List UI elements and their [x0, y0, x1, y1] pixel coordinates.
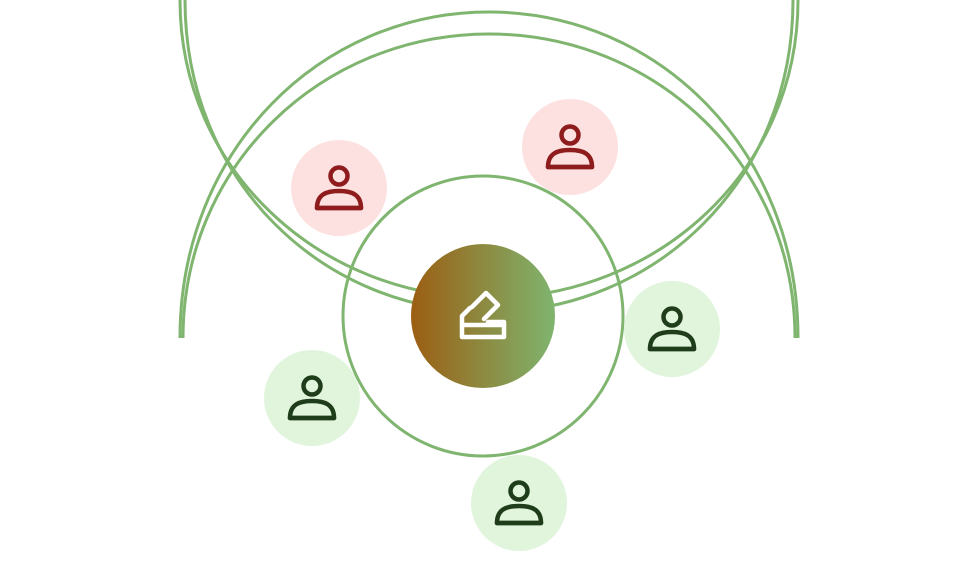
voter-top-right-node	[522, 99, 618, 195]
user-icon	[647, 306, 697, 352]
user-icon	[287, 375, 337, 421]
voter-left-node	[264, 350, 360, 446]
inner-orbit-ring	[341, 174, 625, 458]
center-disc	[411, 244, 555, 388]
voter-bottom-node	[471, 455, 567, 551]
voter-top-left-disc	[291, 140, 387, 236]
voter-right-node	[624, 281, 720, 377]
orbit-rings	[178, 0, 800, 458]
outer-arc-mid-inner	[181, 32, 797, 338]
eraser-icon	[459, 290, 507, 340]
outer-arc-mid	[178, 10, 800, 338]
center-node	[411, 244, 555, 388]
user-icon	[545, 124, 595, 170]
user-icon	[494, 480, 544, 526]
voter-left-disc	[264, 350, 360, 446]
voter-nodes	[264, 99, 720, 551]
voter-right-disc	[624, 281, 720, 377]
user-icon	[314, 165, 364, 211]
voter-top-left-node	[291, 140, 387, 236]
voter-bottom-disc	[471, 455, 567, 551]
voter-top-right-disc	[522, 99, 618, 195]
